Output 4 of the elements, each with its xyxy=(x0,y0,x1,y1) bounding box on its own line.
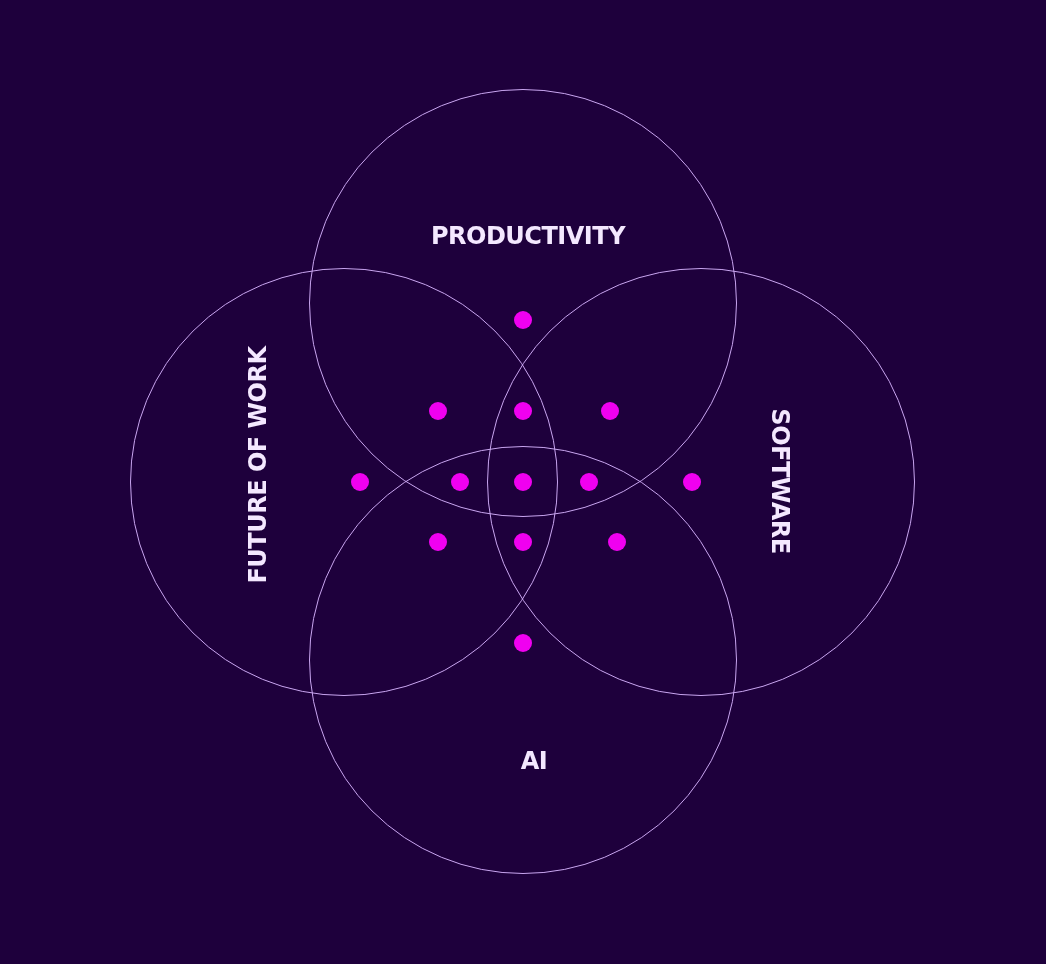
circle-label: FUTURE OF WORK xyxy=(246,346,270,584)
circle-label: PRODUCTIVITY xyxy=(430,224,626,248)
circle-label: SOFTWARE xyxy=(768,408,792,554)
circle-label: AI xyxy=(520,749,548,773)
